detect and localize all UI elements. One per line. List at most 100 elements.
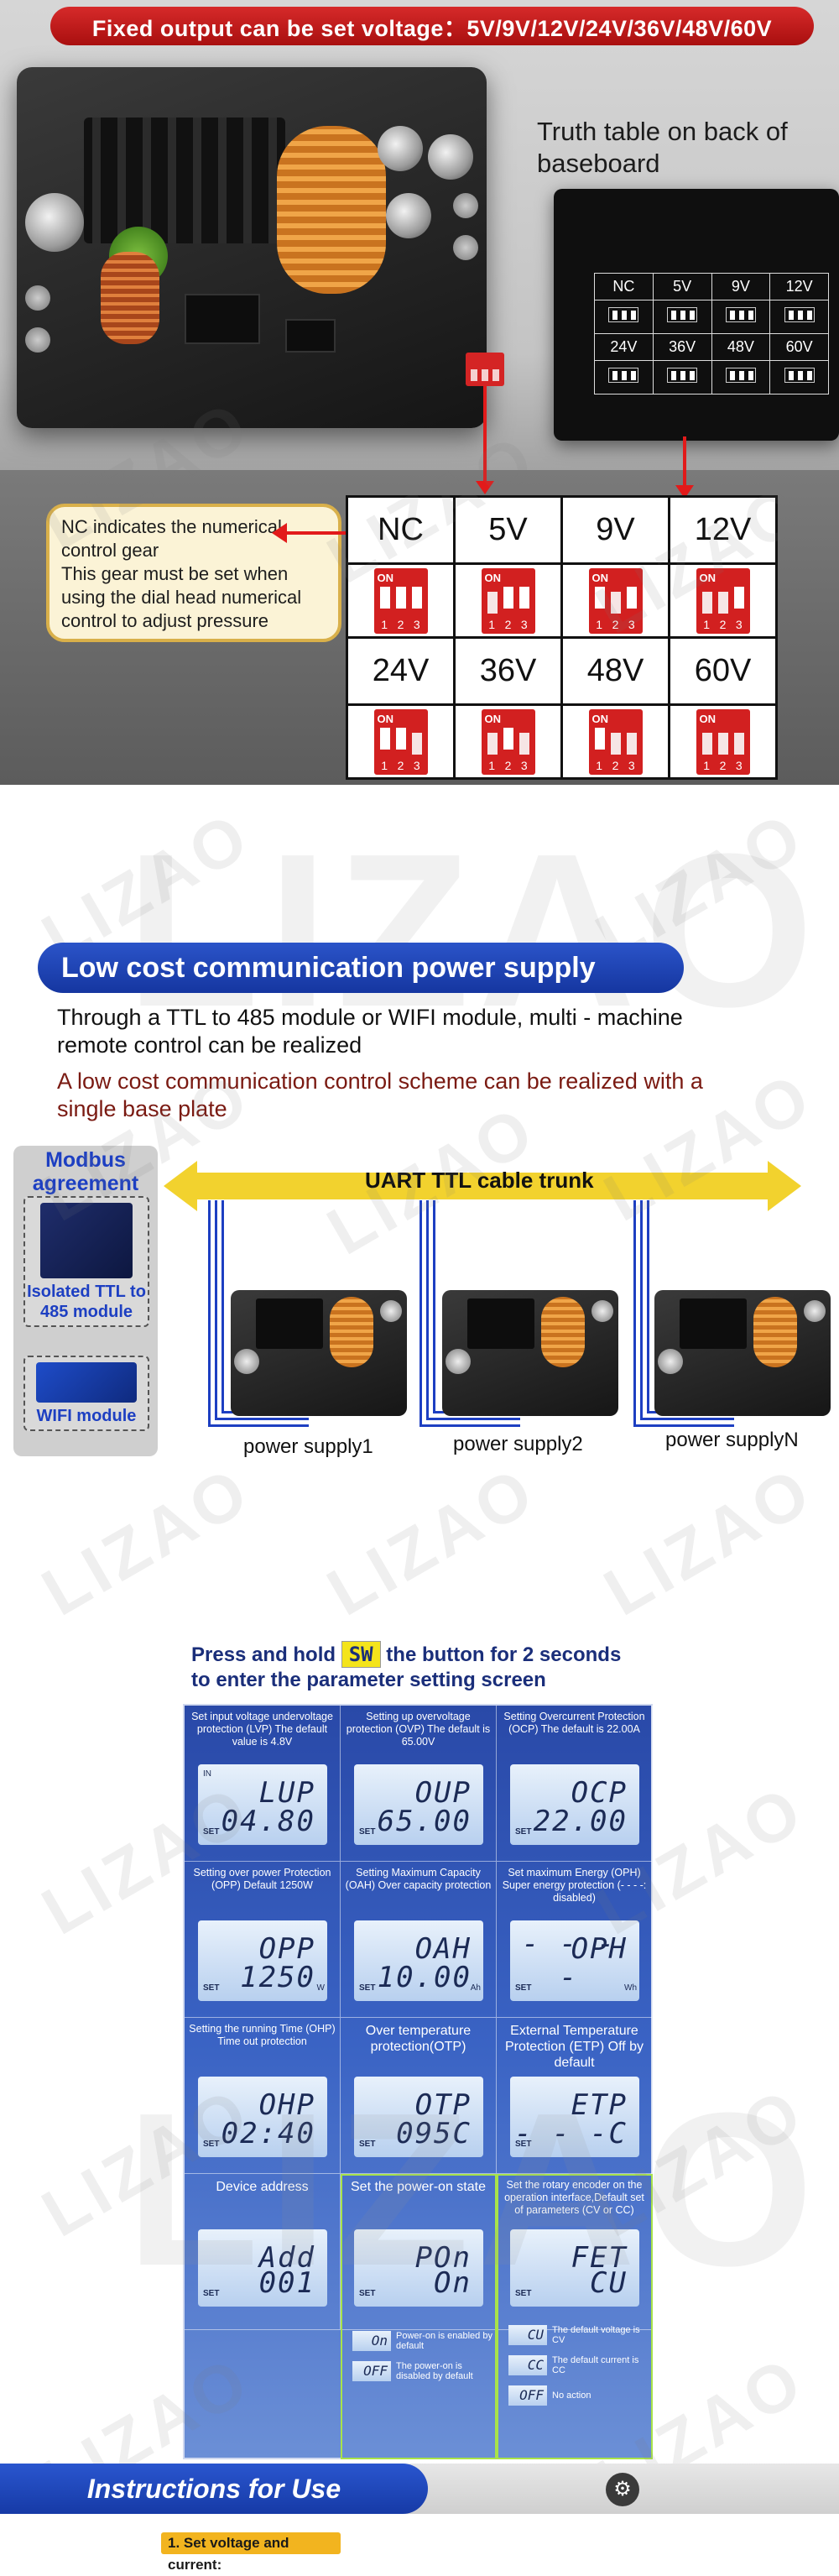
- voltage-cell: 12V: [668, 495, 778, 565]
- voltage-cell: 9V: [560, 495, 670, 565]
- lcd-unit: Ah: [470, 1983, 481, 1993]
- lcd-set-label: SET: [359, 2140, 376, 2149]
- power-supply-image: [442, 1290, 618, 1416]
- param-cell: Setting over power Protection (OPP) Defa…: [185, 1862, 341, 2018]
- lcd-set-label: SET: [359, 1983, 376, 1993]
- lcd-unit: Wh: [624, 1983, 637, 1993]
- mini-cell: 9V: [711, 273, 771, 300]
- legend-code: CU: [508, 2325, 547, 2345]
- parameter-settings-panel: Set input voltage undervoltage protectio…: [183, 1704, 653, 2459]
- lcd-display: OPH- - - -SET Wh: [510, 1920, 639, 2001]
- mini-cell: 36V: [652, 333, 712, 361]
- watermark: LIZAO: [29, 1451, 263, 1630]
- terminal: [453, 235, 478, 260]
- lcd-line2: - - - -: [521, 1927, 617, 1994]
- module-label: Isolated TTL to 485 module: [27, 1283, 146, 1321]
- capacitor: [25, 193, 84, 252]
- param-title: Device address: [216, 2180, 309, 2194]
- heatsink: [84, 118, 285, 243]
- mini-cell: 60V: [769, 333, 829, 361]
- lcd-line1: LUP: [258, 1776, 315, 1810]
- module-pcb-image: [36, 1362, 137, 1403]
- legend-text: The power-on is disabled by default: [396, 2361, 473, 2381]
- lcd-line1: ETP: [571, 2088, 628, 2122]
- modbus-label: Modbus agreement: [32, 1148, 139, 1195]
- lcd-set-label: SET: [515, 1983, 532, 1993]
- legend-text: Power-on is enabled by default: [396, 2331, 492, 2351]
- power-supply-label: power supplyN: [665, 1429, 799, 1451]
- param-cell: Setting Maximum Capacity (OAH) Over capa…: [341, 1862, 497, 2018]
- wifi-module: WIFI module: [23, 1356, 149, 1431]
- press-suffix: the button for 2 seconds: [386, 1643, 622, 1666]
- note-line: This gear must be set when using the dia…: [61, 563, 302, 631]
- voltage-section: Fixed output can be set voltage：5V/9V/12…: [0, 0, 839, 785]
- voltage-cell: 5V: [453, 495, 563, 565]
- mini-cell: 5V: [652, 273, 712, 300]
- lcd-line1: FET: [571, 2241, 628, 2275]
- capacitor: [428, 134, 473, 180]
- voltage-cell: 36V: [453, 636, 563, 706]
- param-cell: External Temperature Protection (ETP) Of…: [497, 2018, 653, 2174]
- lcd-line1: OAH: [414, 1932, 472, 1966]
- param-title: Setting the running Time (OHP) Time out …: [189, 2023, 336, 2047]
- lcd-line2: 1250: [240, 1961, 315, 1994]
- param-title: Set maximum Energy (OPH) Super energy pr…: [502, 1867, 647, 1904]
- highlight-box: [341, 2174, 497, 2459]
- lcd-set-label: SET: [203, 1827, 220, 1837]
- lcd-line1: OPH: [571, 1932, 628, 1966]
- param-title: Over temperature protection(OTP): [365, 2024, 472, 2054]
- lcd-line2: 65.00: [377, 1805, 472, 1838]
- capacitor: [378, 126, 423, 171]
- param-title: External Temperature Protection (ETP) Of…: [504, 2024, 644, 2070]
- lcd-line1: OCP: [571, 1776, 628, 1810]
- wrench-icon: ⚙: [606, 2473, 639, 2506]
- cable-wire: [426, 1200, 520, 1420]
- press-hold-instruction: Press and hold SW the button for 2 secon…: [191, 1641, 621, 1693]
- chip: [285, 319, 336, 353]
- power-supply-label: power supply2: [453, 1433, 583, 1455]
- sw-key-icon: SW: [341, 1641, 381, 1668]
- param-title: Setting Overcurrent Protection (OCP) The…: [503, 1711, 645, 1735]
- param-cell: Setting the running Time (OHP) Time out …: [185, 2018, 341, 2174]
- section-title-communication: Low cost communication power supply: [38, 943, 684, 993]
- cable-wire: [640, 1200, 734, 1420]
- power-supply-image: [654, 1290, 831, 1416]
- cable-wire: [208, 1200, 309, 1427]
- small-inductor: [101, 252, 159, 344]
- lcd-set-label: SET: [515, 1827, 532, 1837]
- param-cell: Set input voltage undervoltage protectio…: [185, 1706, 341, 1862]
- cable-wire: [420, 1200, 520, 1427]
- param-cell: Setting up overvoltage protection (OVP) …: [341, 1706, 497, 1862]
- dip-switch-on-board: [466, 353, 504, 386]
- param-title: Set the rotary encoder on the operation …: [504, 2179, 644, 2216]
- lcd-tag: IN: [203, 1769, 211, 1779]
- lcd-line2: On: [434, 2266, 472, 2300]
- power-board-photo: [17, 67, 487, 428]
- ttl-485-module: Isolated TTL to 485 module: [23, 1196, 149, 1327]
- param-cell: Setting Overcurrent Protection (OCP) The…: [497, 1706, 653, 1862]
- lcd-line1: OUP: [414, 1776, 472, 1810]
- lcd-line2: 04.80: [221, 1805, 315, 1838]
- power-supply-image: [231, 1290, 407, 1416]
- param-cell: Set maximum Energy (OPH) Super energy pr…: [497, 1862, 653, 2018]
- lcd-set-label: SET: [203, 1983, 220, 1993]
- lcd-line1: POn: [414, 2241, 472, 2275]
- module-label: WIFI module: [36, 1407, 137, 1425]
- lcd-set-label: SET: [203, 2289, 220, 2298]
- param-title: Setting up overvoltage protection (OVP) …: [346, 1711, 491, 1748]
- lcd-line2: 095C: [396, 2117, 472, 2150]
- lcd-line2: - - -C: [514, 2117, 628, 2150]
- arrow-left-icon: [272, 523, 378, 543]
